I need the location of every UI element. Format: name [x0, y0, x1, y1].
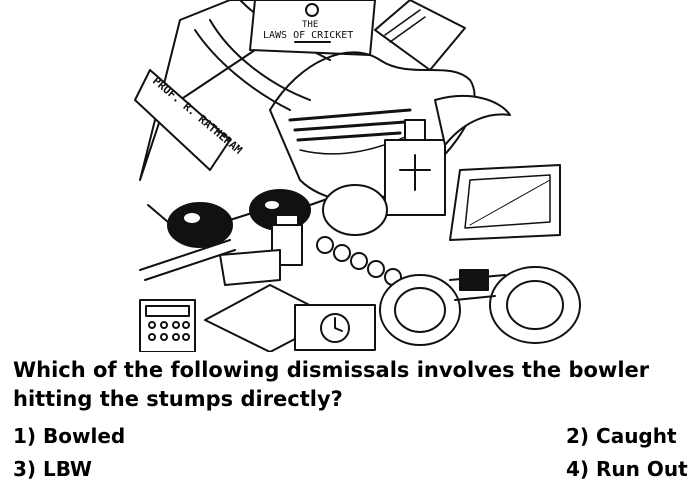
option-lbw[interactable]: 3) LBW: [13, 457, 92, 481]
binoculars-drawing: [379, 266, 581, 346]
camera-drawing: [294, 304, 376, 351]
beads-drawing: [316, 236, 402, 286]
calculator-drawing: [139, 299, 196, 352]
option-bowled[interactable]: 1) Bowled: [13, 424, 126, 448]
jar-drawing: [271, 214, 303, 266]
laws-of-cricket-book-drawing: [249, 0, 376, 56]
option-run-out[interactable]: 4) Run Out: [566, 457, 688, 481]
banana-drawing: [434, 94, 511, 146]
sandwich-box-drawing: [449, 164, 561, 241]
option-caught[interactable]: 2) Caught: [566, 424, 677, 448]
sunglasses-drawing: [147, 189, 331, 248]
plasters-drawing: [219, 249, 281, 286]
question-text: Which of the following dismissals involv…: [13, 358, 650, 411]
card-drawing: [374, 0, 466, 71]
ball-drawing: [322, 184, 388, 236]
book-title-line2: LAWS OF CRICKET: [263, 30, 353, 41]
bottle-drawing: [384, 119, 446, 216]
book-title-line1: THE: [302, 20, 318, 30]
cricket-equipment-illustration: PROF. R. RATHERAM THE LAWS OF CRICKET: [120, 0, 600, 352]
